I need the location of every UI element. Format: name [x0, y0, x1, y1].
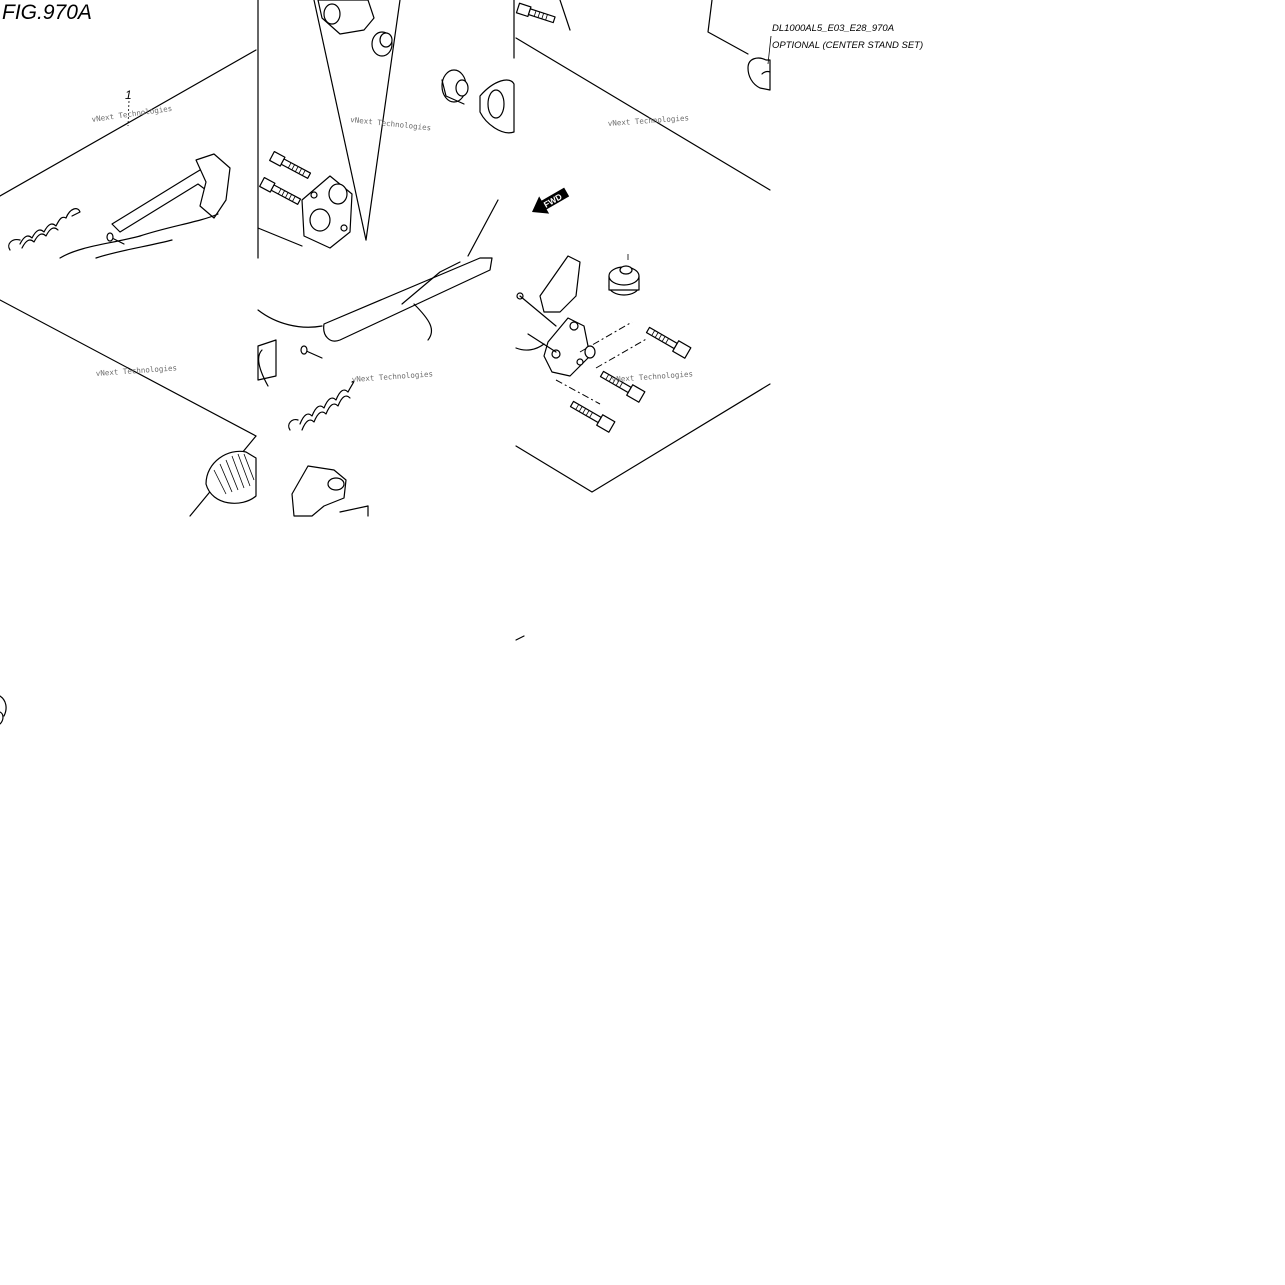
stand-spring-detail: [288, 380, 355, 431]
callout-1-label: 1: [125, 88, 132, 102]
figure-code: DL1000AL5_E03_E28_970A: [772, 23, 894, 34]
figure-code-note: DL1000AL5_E03_E28_970A OPTIONAL (CENTER …: [767, 23, 923, 65]
optional-note: OPTIONAL (CENTER STAND SET): [772, 40, 923, 51]
bolts-tile-6: [569, 326, 692, 433]
footrest-section: [0, 299, 257, 517]
watermark-tile-4: vNext Technologies: [96, 363, 178, 378]
svg-text:vNext Technologies: vNext Technologies: [350, 115, 432, 132]
bolt-pair-tile-2: [259, 150, 499, 257]
watermark-tile-3: vNext Technologies: [608, 113, 690, 128]
stand-mount-bracket-section: [515, 254, 771, 641]
fwd-arrow-icon: FWD: [532, 187, 570, 214]
watermark-tile-6: vNext Technologies: [612, 369, 694, 384]
tile-borders: [257, 0, 515, 259]
svg-text:vNext Technologies: vNext Technologies: [96, 363, 178, 378]
center-stand-detail: [257, 257, 493, 517]
svg-text:vNext Technologies: vNext Technologies: [608, 113, 690, 128]
svg-text:vNext Technologies: vNext Technologies: [612, 369, 694, 384]
callout-1: 1: [125, 88, 132, 127]
svg-text:vNext Technologies: vNext Technologies: [352, 369, 434, 384]
rear-frame-section: [515, 0, 771, 191]
frame-mount-assembly: [257, 0, 515, 249]
figure-title: FIG.970A: [2, 1, 92, 24]
stray-fragment: [0, 695, 7, 725]
watermark-tile-2: vNext Technologies: [350, 115, 432, 132]
stand-spring: [8, 208, 81, 251]
rubber-stopper: [608, 254, 640, 296]
center-stand-assembly: [0, 49, 257, 259]
watermark-tile-5: vNext Technologies: [352, 369, 434, 384]
